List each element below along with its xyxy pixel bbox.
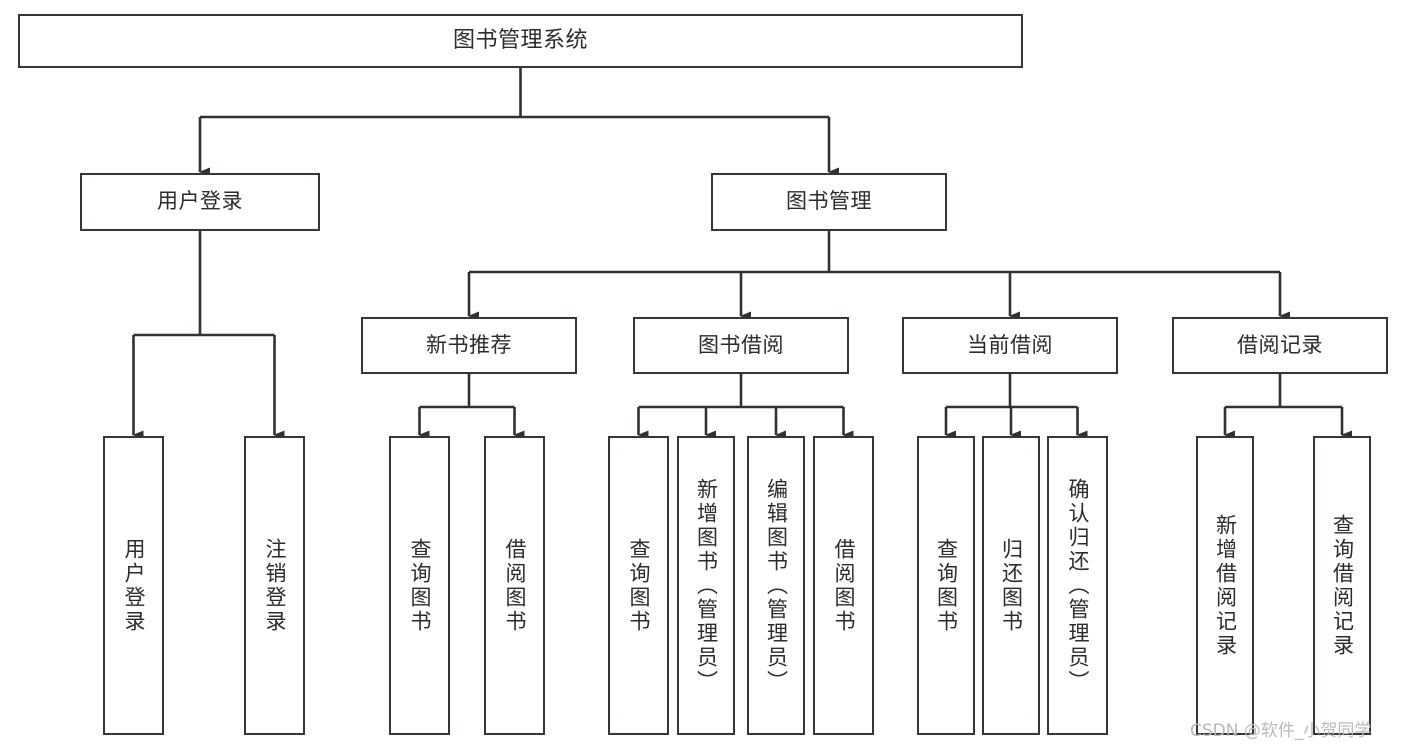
node-leaf-cb-return[interactable]: 归还图书 <box>982 436 1040 735</box>
node-label-leaf-cb-query: 查询图书 <box>934 537 959 634</box>
node-label-leaf-rec-borrow: 借阅图书 <box>503 537 528 634</box>
node-label-book-borrow: 图书借阅 <box>698 332 784 357</box>
node-label-root: 图书管理系统 <box>452 27 588 53</box>
node-leaf-rec-borrow[interactable]: 借阅图书 <box>484 436 545 735</box>
node-new-book-rec[interactable]: 新书推荐 <box>361 317 577 374</box>
node-root[interactable]: 图书管理系统 <box>18 14 1023 68</box>
node-label-leaf-log-add: 新增借阅记录 <box>1213 513 1238 658</box>
node-leaf-bb-add[interactable]: 新增图书（管理员） <box>677 436 735 735</box>
node-leaf-cb-confirm[interactable]: 确认归还（管理员） <box>1047 436 1108 735</box>
node-label-cur-borrow: 当前借阅 <box>967 332 1053 357</box>
node-label-leaf-cb-confirm: 确认归还（管理员） <box>1066 477 1091 694</box>
node-label-user-login: 用户登录 <box>157 189 243 214</box>
node-label-leaf-cb-return: 归还图书 <box>999 537 1024 634</box>
node-leaf-bb-edit[interactable]: 编辑图书（管理员） <box>747 436 805 735</box>
node-label-leaf-bb-edit: 编辑图书（管理员） <box>764 477 789 694</box>
node-borrow-log[interactable]: 借阅记录 <box>1172 317 1388 374</box>
connector-group <box>132 68 1352 440</box>
node-leaf-log-add[interactable]: 新增借阅记录 <box>1196 436 1254 735</box>
node-label-leaf-bb-query: 查询图书 <box>627 537 652 634</box>
node-leaf-user-login[interactable]: 用户登录 <box>103 436 164 735</box>
node-leaf-user-logout[interactable]: 注销登录 <box>244 436 305 735</box>
node-label-book-mgmt: 图书管理 <box>786 189 872 214</box>
node-leaf-cb-query[interactable]: 查询图书 <box>917 436 975 735</box>
node-label-leaf-user-login: 用户登录 <box>122 537 147 634</box>
node-label-leaf-bb-borrow: 借阅图书 <box>832 537 857 634</box>
node-label-new-book-rec: 新书推荐 <box>426 332 512 357</box>
node-cur-borrow[interactable]: 当前借阅 <box>902 317 1118 374</box>
node-leaf-rec-query[interactable]: 查询图书 <box>389 436 450 735</box>
node-label-borrow-log: 借阅记录 <box>1237 332 1323 357</box>
node-leaf-log-query[interactable]: 查询借阅记录 <box>1313 436 1371 735</box>
node-label-leaf-log-query: 查询借阅记录 <box>1330 513 1355 658</box>
node-label-leaf-rec-query: 查询图书 <box>408 537 433 634</box>
node-user-login[interactable]: 用户登录 <box>80 173 320 231</box>
node-book-mgmt[interactable]: 图书管理 <box>711 173 947 231</box>
node-label-leaf-user-logout: 注销登录 <box>263 537 288 634</box>
node-book-borrow[interactable]: 图书借阅 <box>633 317 849 374</box>
node-label-leaf-bb-add: 新增图书（管理员） <box>694 477 719 694</box>
node-leaf-bb-borrow[interactable]: 借阅图书 <box>813 436 874 735</box>
node-leaf-bb-query[interactable]: 查询图书 <box>608 436 669 735</box>
